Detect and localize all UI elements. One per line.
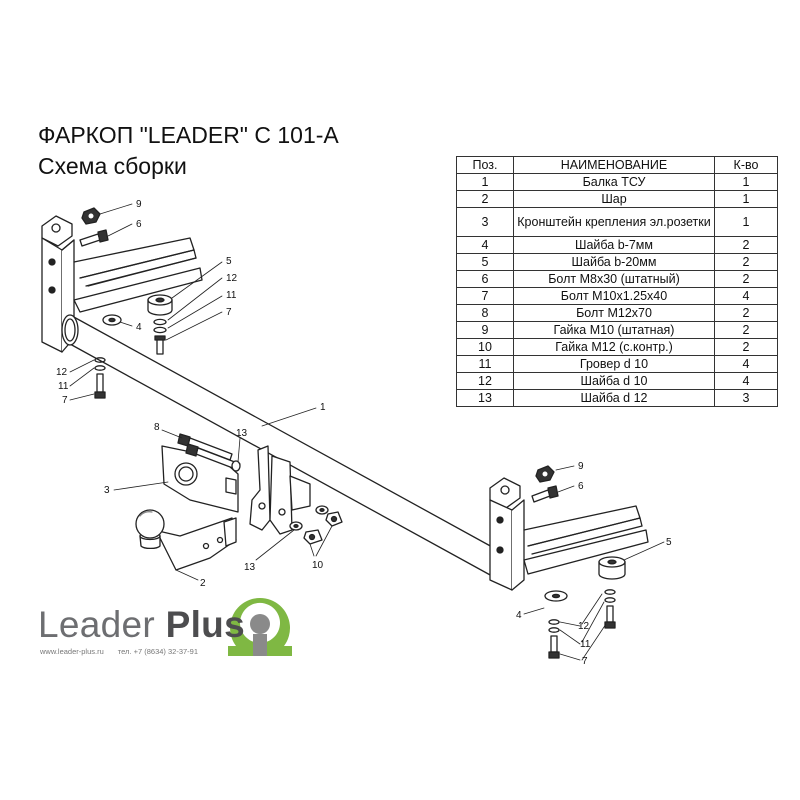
callout-7-right: 7 [582,656,588,667]
row-name: Шайба d 10 [513,372,715,390]
right-nut-9 [535,465,555,483]
callout-labels: 9 6 5 12 11 7 4 12 11 7 1 8 13 3 2 13 10… [56,199,672,667]
callout-11-right: 11 [580,639,591,650]
callout-6-left: 6 [136,219,142,230]
left-washers-stack [153,318,167,355]
row-name: Кронштейн крепления эл.розетки [513,207,715,237]
center-hitch-bracket [249,445,311,535]
callout-2: 2 [200,578,206,589]
callout-5-left: 5 [226,256,232,267]
callout-11-bottom-left: 11 [58,381,69,392]
tow-ball [135,509,237,571]
callout-8: 8 [154,422,160,433]
center-nuts-10 [303,511,343,545]
callout-13-top: 13 [236,428,248,439]
brand-name-light: Leader [38,604,156,645]
callout-3: 3 [104,485,110,496]
callout-12-right: 12 [578,621,590,632]
callout-9-left: 9 [136,199,142,210]
page-title: ФАРКОП "LEADER" С 101-А [38,122,339,148]
row-pos: 3 [456,207,514,237]
callout-5-right: 5 [666,537,672,548]
brand-phone: тел. +7 (8634) 32-37-91 [117,647,199,656]
row-name: Шайба b-7мм [513,236,715,254]
callout-7-bottom-left: 7 [62,395,68,406]
right-bolt-stack-a [548,619,560,659]
callout-7-left: 7 [226,307,232,318]
callout-9-right: 9 [578,461,584,472]
row-name: Шар [513,190,715,208]
page-subtitle: Схема сборки [38,153,187,179]
center-washers-13 [289,505,329,531]
callout-12-bottom-left: 12 [56,367,68,378]
brand-name-bold: Plus [165,604,245,645]
left-spacer-4 [102,314,122,326]
row-name: Гровер d 10 [513,355,715,373]
right-washer-5 [598,556,626,580]
right-bolt-6 [531,485,559,503]
left-mount-bracket [41,215,203,353]
callout-1: 1 [320,402,326,413]
left-washer-5 [147,294,173,316]
left-nut-9 [81,207,101,225]
leader-lines [69,203,665,661]
brand-name: Leader Plus [38,604,245,646]
right-bolt-stack-b [604,589,616,629]
table-header-row: Поз. НАИМЕНОВАНИЕ К-во [456,156,778,174]
callout-4-left: 4 [136,322,142,333]
row-pos: 11 [456,355,514,373]
callout-4-right: 4 [516,610,522,621]
callout-6-right: 6 [578,481,584,492]
brand-contacts: www.leader-plus.ru тел. +7 (8634) 32-37-9… [40,647,198,656]
callout-10: 10 [312,560,324,571]
header-pos: Поз. [456,156,514,174]
callout-11-left: 11 [226,290,237,301]
leader-plus-logo-icon [228,598,292,656]
callout-12-left: 12 [226,273,238,284]
left-bolt-6 [79,229,109,247]
left-bottom-bolt-stack [94,357,106,399]
row-name: Шайба b-20мм [513,253,715,271]
row-qty: 3 [714,389,778,407]
bolts-8 [177,433,241,472]
brand-website: www.leader-plus.ru [40,647,104,656]
right-spacer-4 [544,590,568,602]
callout-13-bottom: 13 [244,562,256,573]
main-beam-tube [61,314,495,577]
right-mount-bracket [489,477,649,591]
row-name: Гайка М10 (штатная) [513,321,715,339]
